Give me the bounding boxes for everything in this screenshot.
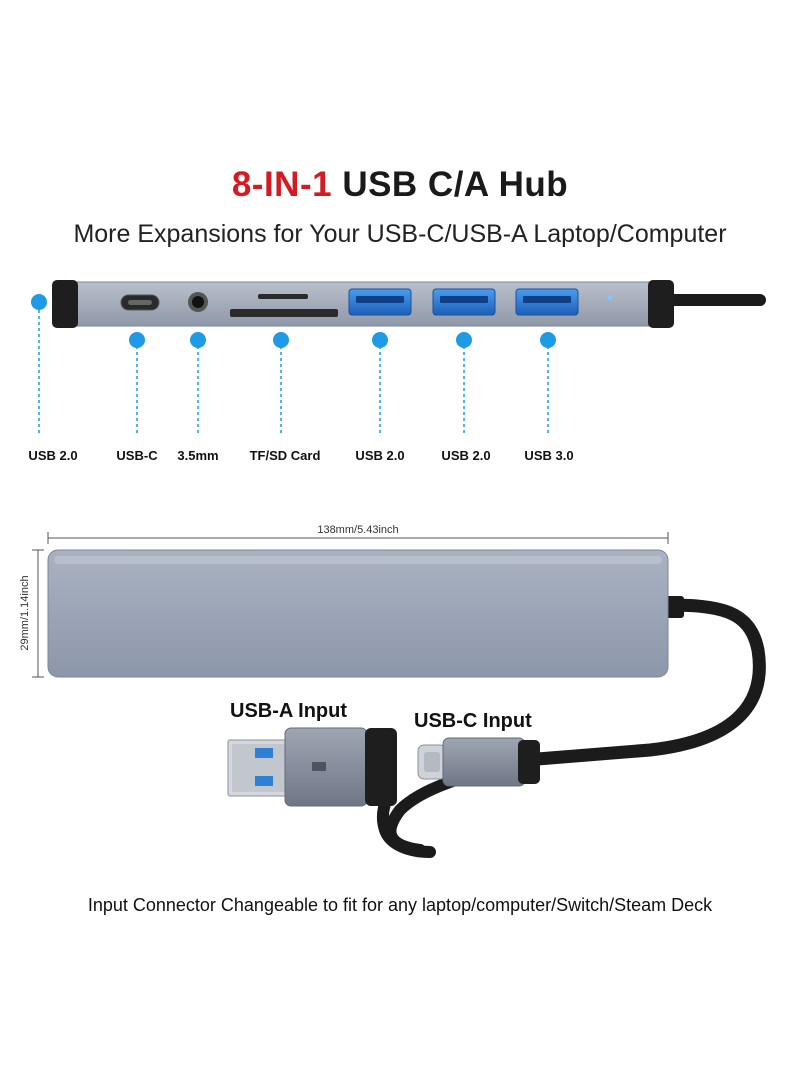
callout-dot-usb2-b <box>456 332 472 348</box>
usb-a-port-icon-2 <box>432 288 496 316</box>
width-dimension-label: 138mm/5.43inch <box>317 524 399 536</box>
usb-a-port-icon-3 <box>515 288 579 316</box>
hub-cable-main <box>518 598 766 767</box>
port-label-tf-sd: TF/SD Card <box>249 448 321 463</box>
hub-top-view <box>47 549 766 858</box>
usb-c-connector <box>417 737 540 787</box>
port-label-usb2-a: USB 2.0 <box>355 448 405 463</box>
footer-caption: Input Connector Changeable to fit for an… <box>87 895 713 915</box>
callout-dot-usb-c <box>129 332 145 348</box>
dimension-lines <box>32 532 669 678</box>
hub-front-view <box>52 280 766 328</box>
usb-a-connector <box>227 727 397 807</box>
hub-body-bottom <box>47 549 669 678</box>
port-label-usb2-left: USB 2.0 <box>28 448 78 463</box>
callout-dot-usb2-left <box>31 294 47 310</box>
usb-a-input-label: USB-A Input <box>230 700 348 722</box>
callout-dot-3.5mm <box>190 332 206 348</box>
title-accent: 8-IN-1 <box>231 165 333 204</box>
sd-slot-icon <box>230 309 338 317</box>
port-label-usb-c: USB-C <box>116 448 158 463</box>
callout-dot-usb2-a <box>372 332 388 348</box>
usb-c-input-label: USB-C Input <box>414 710 532 732</box>
usb-a-port-icon-1 <box>348 288 412 316</box>
title-rest: USB C/A Hub <box>342 165 569 204</box>
hub-left-cap <box>52 280 78 328</box>
port-label-usb2-b: USB 2.0 <box>441 448 491 463</box>
callout-dot-usb3 <box>540 332 556 348</box>
page-subtitle: More Expansions for Your USB-C/USB-A Lap… <box>73 220 727 248</box>
tf-slot-icon <box>258 294 308 299</box>
height-dimension-label: 29mm/1.14inch <box>19 575 31 651</box>
port-label-3.5mm: 3.5mm <box>177 448 219 463</box>
callout-dot-tf-sd <box>273 332 289 348</box>
port-label-usb3: USB 3.0 <box>524 448 574 463</box>
port-callouts <box>38 310 549 436</box>
hub-right-cap <box>648 280 674 328</box>
page-title: 8-IN-1 USB C/A Hub <box>0 165 800 205</box>
status-led-icon <box>607 295 613 301</box>
